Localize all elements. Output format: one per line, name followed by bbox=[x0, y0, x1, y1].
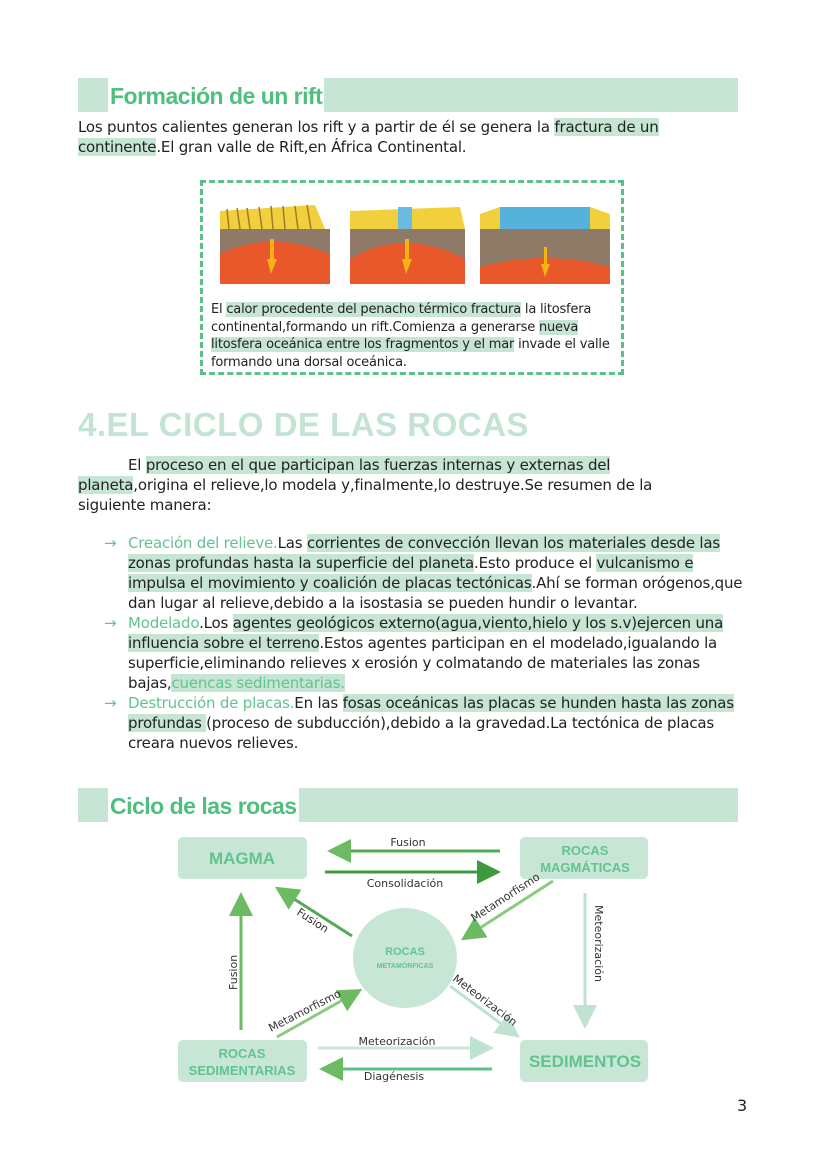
text-segment: Destrucción de placas. bbox=[128, 694, 295, 712]
text-segment: Consolidación bbox=[367, 877, 444, 890]
text-segment: .Ahí se forman orógenos,que dan lugar al… bbox=[128, 574, 743, 612]
text-segment: .Estos agentes participan en el modelado… bbox=[128, 634, 718, 692]
rock-cycle-list: →Creación del relieve.Las corrientes de … bbox=[78, 533, 746, 753]
text-segment: METAMÓRFICAS bbox=[377, 961, 434, 970]
text-segment: invade el valle formando una dorsal oceá… bbox=[211, 337, 610, 370]
metamorficas-circle bbox=[353, 908, 457, 1008]
text-segment: Las bbox=[277, 534, 307, 552]
text-segment: Metamorfismo bbox=[469, 870, 543, 924]
text-segment: Fusion bbox=[390, 836, 425, 849]
section-heading-cycle: Ciclo de las rocas bbox=[78, 788, 738, 822]
arrow-icon: → bbox=[104, 534, 117, 552]
rift-stage-3 bbox=[480, 207, 610, 284]
arrow-icon: → bbox=[104, 694, 117, 712]
rift-figure-box: El calor procedente del penacho térmico … bbox=[200, 180, 624, 375]
heading-text: Formación de un rift bbox=[108, 78, 325, 112]
text-segment: (proceso de subducción),debido a la grav… bbox=[128, 714, 714, 752]
text-segment: .El gran valle de Rift,en África Contine… bbox=[156, 138, 467, 156]
sedimentos-box bbox=[520, 1040, 648, 1082]
rift-paragraph: Los puntos calientes generan los rift y … bbox=[78, 117, 738, 157]
rock-cycle-intro: El proceso en el que participan las fuer… bbox=[78, 455, 718, 515]
text-segment: SEDIMENTOS bbox=[529, 1052, 641, 1071]
magmaticas-box bbox=[520, 837, 648, 879]
text-segment: calor procedente del penacho térmico fra… bbox=[226, 302, 521, 317]
text-segment: MAGMA bbox=[209, 849, 275, 868]
text-segment: Meteorización bbox=[359, 1035, 436, 1048]
text-segment: Creación del relieve. bbox=[128, 534, 278, 552]
text-segment: .Los bbox=[199, 614, 233, 632]
text-segment: El bbox=[128, 456, 146, 474]
list-item: →Creación del relieve.Las corrientes de … bbox=[78, 533, 746, 613]
heading-text: Ciclo de las rocas bbox=[108, 788, 299, 822]
text-segment: Los puntos calientes generan los rift y … bbox=[78, 118, 555, 136]
text-segment: cuencas sedimentarias. bbox=[171, 674, 345, 692]
text-segment: ROCAS bbox=[385, 946, 425, 958]
text-segment: Metamorfismo bbox=[266, 987, 343, 1035]
text-segment: MAGMÁTICAS bbox=[540, 860, 630, 875]
text-segment: ,origina el relieve,lo modela y,finalmen… bbox=[78, 476, 653, 514]
text-segment: Modelado bbox=[128, 614, 200, 632]
text-segment: ROCAS bbox=[219, 1046, 266, 1061]
list-item: →Modelado.Los agentes geológicos externo… bbox=[78, 613, 746, 693]
section-title-rock-cycle: 4.EL CICLO DE LAS ROCAS bbox=[78, 406, 529, 443]
figure-caption: El calor procedente del penacho térmico … bbox=[211, 301, 621, 371]
text-segment: Meteorización bbox=[450, 972, 519, 1029]
rift-illustration bbox=[220, 204, 610, 284]
text-segment: Meteorización bbox=[592, 905, 605, 982]
sedimentarias-box bbox=[178, 1040, 307, 1082]
text-segment: la litosfera continental,formando un rif… bbox=[211, 302, 592, 335]
magma-box bbox=[178, 837, 307, 879]
text-segment: El bbox=[211, 302, 227, 317]
arrow-icon: → bbox=[104, 614, 117, 632]
section-heading-rift: Formación de un rift bbox=[78, 78, 738, 112]
text-segment: Fusion bbox=[227, 955, 240, 990]
rock-cycle-diagram: MAGMA ROCAS MAGMÁTICAS ROCAS METAMÓRFICA… bbox=[178, 836, 648, 1083]
rift-stage-1 bbox=[220, 204, 330, 284]
rift-stage-2 bbox=[350, 207, 465, 284]
text-segment: En las bbox=[294, 694, 343, 712]
list-item: →Destrucción de placas.En las fosas oceá… bbox=[78, 693, 746, 753]
text-segment: ROCAS bbox=[562, 843, 609, 858]
text-segment: .Esto produce el bbox=[474, 554, 597, 572]
text-segment: Diagénesis bbox=[364, 1070, 425, 1083]
text-segment: SEDIMENTARIAS bbox=[189, 1063, 296, 1078]
page-number: 3 bbox=[737, 1096, 748, 1115]
